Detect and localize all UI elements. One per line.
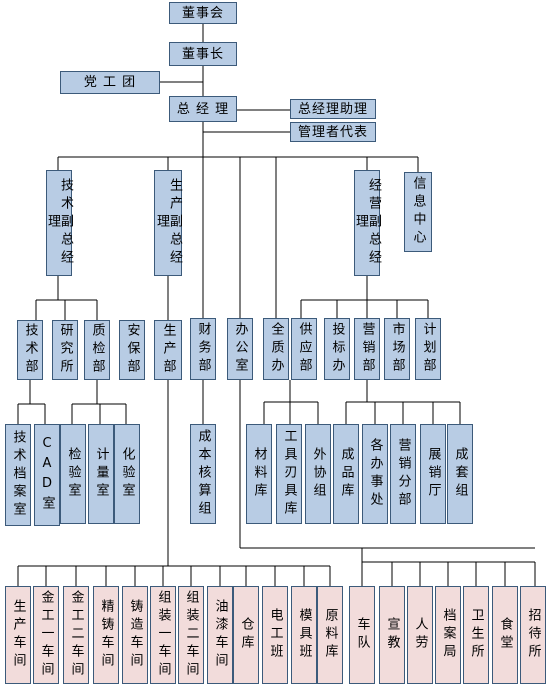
market-dept-box: 市场部	[384, 318, 410, 380]
workshop-box: 原料库	[317, 586, 343, 684]
workshop-box: 仓库	[233, 586, 259, 684]
service-box: 食堂	[492, 586, 518, 684]
tech-vp-box: 技术副总经理	[45, 170, 73, 276]
planning-dept-box: 计划部	[415, 318, 441, 380]
marketing-dept-box: 营销部	[354, 318, 380, 380]
showroom-box: 展销厅	[420, 424, 446, 524]
workshop-box: 模具班	[291, 586, 317, 684]
workshop-box: 油漆车间	[207, 586, 233, 684]
material-store-box: 材料库	[246, 424, 272, 524]
service-box: 档案局	[435, 586, 461, 684]
info-center-box: 信息中心	[404, 172, 432, 252]
tool-store-box: 工具刃具库	[276, 424, 302, 524]
production-dept-box: 生产部	[154, 320, 182, 380]
workshop-box: 组装二车间	[178, 586, 204, 684]
workshop-box: 组装一车间	[150, 586, 176, 684]
costing-group-box: 成本核算组	[190, 424, 216, 524]
quality-office-box: 全质办	[263, 318, 289, 380]
board-box: 董事会	[169, 2, 237, 24]
prod-vp-box: 生产副总经理	[154, 170, 182, 276]
qc-dept-box: 质检部	[84, 320, 110, 380]
service-box: 车队	[349, 586, 375, 684]
gm-assistant-box: 总经理助理	[290, 99, 376, 119]
management-rep-box: 管理者代表	[290, 122, 376, 142]
party-group-box: 党 工 团	[60, 71, 160, 94]
workshop-box: 金工一车间	[33, 586, 59, 684]
metering-room-box: 计量室	[88, 424, 114, 524]
product-store-box: 成品库	[333, 424, 359, 524]
office-box: 办公室	[227, 318, 253, 380]
workshop-box: 金工二车间	[63, 586, 89, 684]
service-box: 人劳	[407, 586, 433, 684]
workshop-box: 电工班	[262, 586, 288, 684]
workshop-box: 生产车间	[5, 586, 31, 684]
workshop-box: 精铸车间	[93, 586, 119, 684]
research-box: 研究所	[52, 320, 78, 380]
branch-offices-box: 各办事处	[362, 424, 388, 524]
chairman-box: 董事长	[169, 42, 237, 66]
cad-room-box: CAD室	[34, 424, 60, 526]
bidding-office-box: 投标办	[324, 318, 350, 380]
general-manager-box: 总 经 理	[169, 96, 237, 122]
service-box: 宣教	[379, 586, 405, 684]
safety-dept-box: 安保部	[119, 320, 145, 380]
biz-vp-box: 经营副总经理	[353, 170, 381, 276]
complete-set-group-box: 成套组	[447, 424, 473, 524]
sales-branch-box: 营销分部	[390, 424, 416, 524]
finance-box: 财务部	[190, 318, 216, 380]
supply-dept-box: 供应部	[291, 318, 317, 380]
service-box: 招待所	[520, 586, 546, 684]
tech-dept-box: 技术部	[17, 320, 43, 380]
service-box: 卫生所	[463, 586, 489, 684]
inspection-room-box: 检验室	[60, 424, 86, 524]
lab-room-box: 化验室	[114, 424, 140, 524]
outsourcing-group-box: 外协组	[305, 424, 331, 524]
tech-archive-box: 技术档案室	[5, 424, 31, 526]
workshop-box: 铸造车间	[122, 586, 148, 684]
